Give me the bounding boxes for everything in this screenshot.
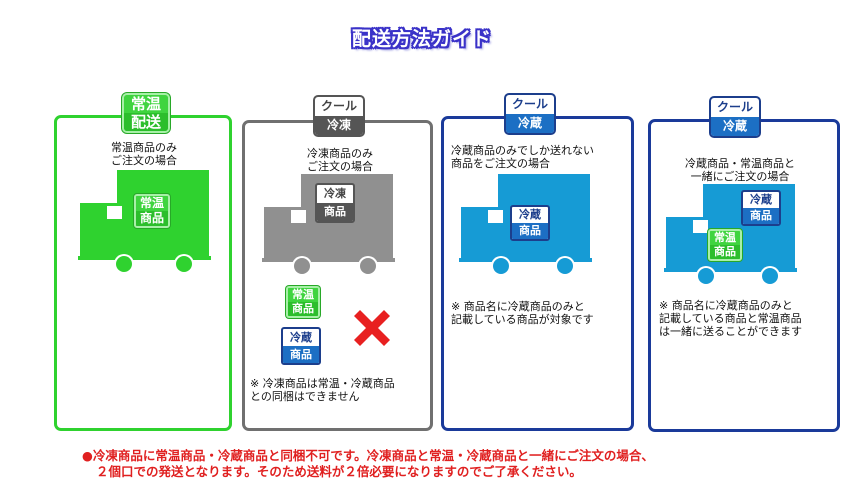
green-truck-icon bbox=[78, 170, 211, 274]
cross-mark-icon bbox=[354, 310, 390, 346]
frozen-truck-label: 冷凍 商品 bbox=[315, 183, 355, 223]
panel-normal-delivery bbox=[54, 115, 232, 431]
panel-chilled-mixed-delivery bbox=[648, 119, 840, 432]
chilled-mixed-note: ※ 商品名に冷蔵商品のみと 記載している商品と常温商品 は一緒に送ることができま… bbox=[659, 299, 802, 338]
footer-notice: ●冷凍商品に常温商品・冷蔵商品と同梱不可です。冷凍商品と常温・冷蔵商品と一緒にご… bbox=[82, 448, 654, 479]
frozen-description: 冷凍商品のみ ご注文の場合 bbox=[307, 147, 373, 173]
chilled-mixed-truck-label-chilled: 冷蔵 商品 bbox=[741, 190, 781, 226]
page-title-text: 配送方法ガイド bbox=[351, 28, 492, 50]
normal-delivery-badge: 常温 配送 bbox=[122, 93, 170, 133]
frozen-delivery-badge: クール 冷凍 bbox=[313, 95, 365, 137]
page-title: 配送方法ガイド bbox=[332, 24, 512, 54]
chilled-note: ※ 商品名に冷蔵商品のみと 記載している商品が対象です bbox=[451, 300, 594, 326]
normal-description: 常温商品のみ ご注文の場合 bbox=[111, 141, 177, 167]
frozen-excluded-chilled-item: 冷蔵 商品 bbox=[281, 327, 321, 365]
panel-chilled-delivery bbox=[441, 116, 634, 431]
chilled-mixed-description: 冷蔵商品・常温商品と 一緒にご注文の場合 bbox=[685, 157, 795, 183]
chilled-delivery-badge: クール 冷蔵 bbox=[504, 93, 556, 135]
frozen-excluded-normal-item: 常温 商品 bbox=[286, 286, 320, 318]
chilled-description: 冷蔵商品のみでしか送れない 商品をご注文の場合 bbox=[451, 144, 594, 170]
chilled-mixed-truck-label-normal: 常温 商品 bbox=[708, 229, 742, 261]
normal-truck-label: 常温 商品 bbox=[134, 194, 170, 228]
chilled-mixed-delivery-badge: クール 冷蔵 bbox=[709, 96, 761, 138]
frozen-note: ※ 冷凍商品は常温・冷蔵商品 との同梱はできません bbox=[250, 377, 395, 403]
chilled-truck-label: 冷蔵 商品 bbox=[510, 205, 550, 241]
panel-frozen-delivery bbox=[242, 120, 433, 431]
